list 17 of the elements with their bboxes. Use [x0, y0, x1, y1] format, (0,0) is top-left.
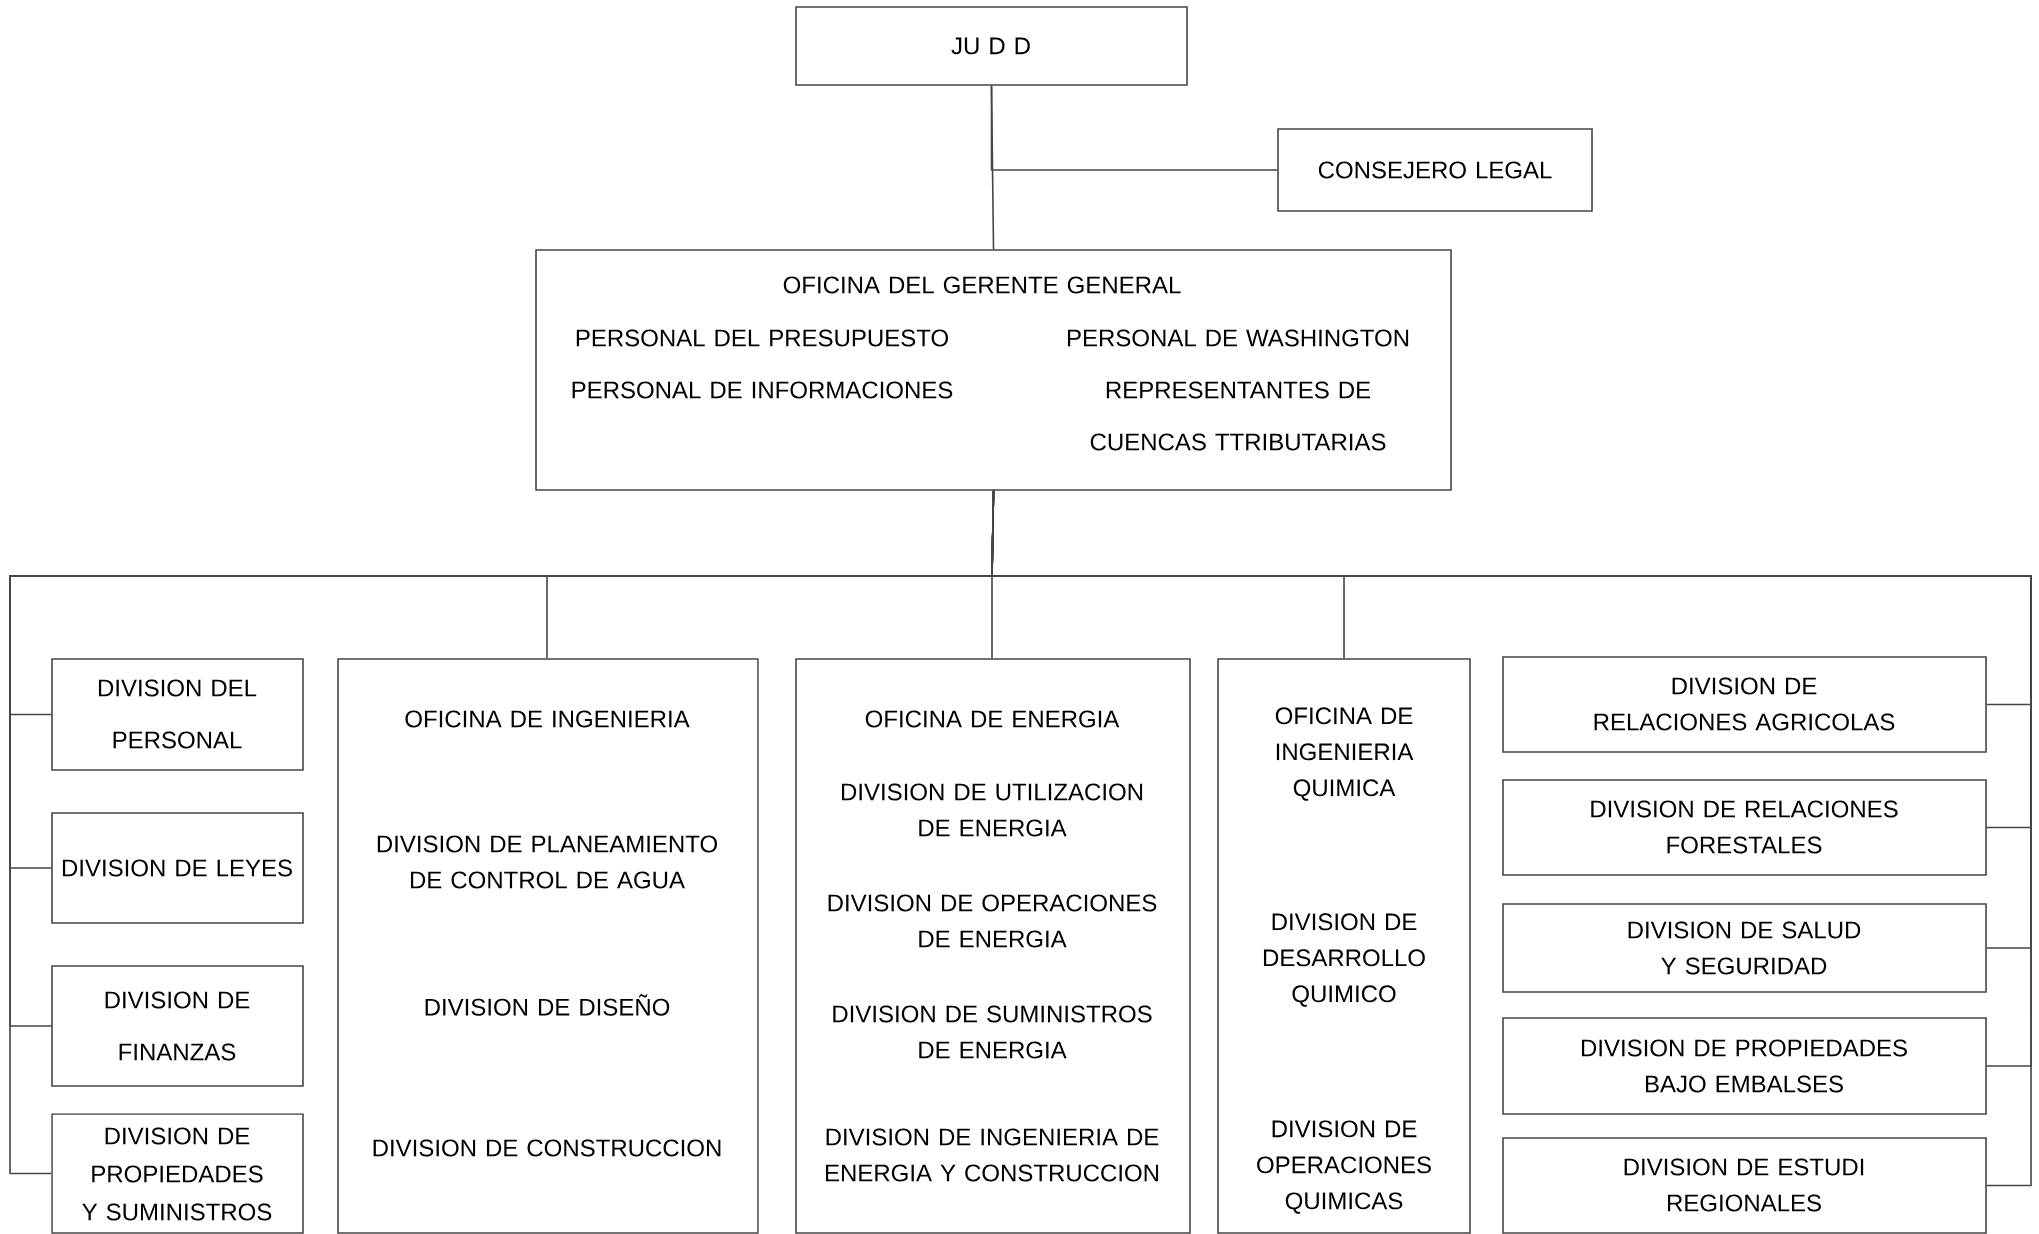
org-box: DIVISION DE LEYES	[51, 812, 304, 924]
org-box: DIVISION DE PROPIEDADES BAJO EMBALSES	[1502, 1017, 1987, 1115]
org-box: DIVISION DE FINANZAS	[51, 965, 304, 1087]
org-box: DIVISION DE SALUD Y SEGURIDAD	[1502, 903, 1987, 993]
org-box: DIVISION DEL PERSONAL	[51, 658, 304, 771]
org-box: DIVISION DE RELACIONES AGRICOLAS	[1502, 656, 1987, 753]
department-box: OFICINA DE ENERGIA DIVISION DE UTILIZACION DE ENERGIA DIVISION DE OPERACIONES DE ENERGIA DIVISION DE SUMINISTROS DE ENERGIA DIVISION DE INGENIERIA DE ENERGIA Y CONSTRUCCION	[795, 658, 1191, 1234]
board-box: JU D D	[795, 6, 1188, 86]
department-box: OFICINA DE INGENIERIA QUIMICA DIVISION DE DESARROLLO QUIMICO DIVISION DE OPERACIONES QUIMICAS	[1217, 658, 1471, 1234]
org-box: DIVISION DE RELACIONES FORESTALES	[1502, 779, 1987, 876]
department-box: OFICINA DE INGENIERIA DIVISION DE PLANEAMIENTO DE CONTROL DE AGUA DIVISION DE DISEÑO DIVISION DE CONSTRUCCION	[337, 658, 759, 1234]
office-box: OFICINA DEL GERENTE GENERAL PERSONAL DEL PRESUPUESTO PERSONAL DE WASHINGTON PERSONAL DE INFORMACIONES REPRESENTANTES DE CUENCAS TTRIBUTARIAS	[535, 249, 1452, 491]
org-box: DIVISION DE ESTUDI REGIONALES	[1502, 1137, 1987, 1234]
org-box: DIVISION DE PROPIEDADES Y SUMINISTROS	[51, 1113, 304, 1234]
connector-line	[990, 85, 995, 250]
org-box: CONSEJERO LEGAL	[1277, 128, 1593, 212]
connector-line	[991, 490, 2032, 1187]
